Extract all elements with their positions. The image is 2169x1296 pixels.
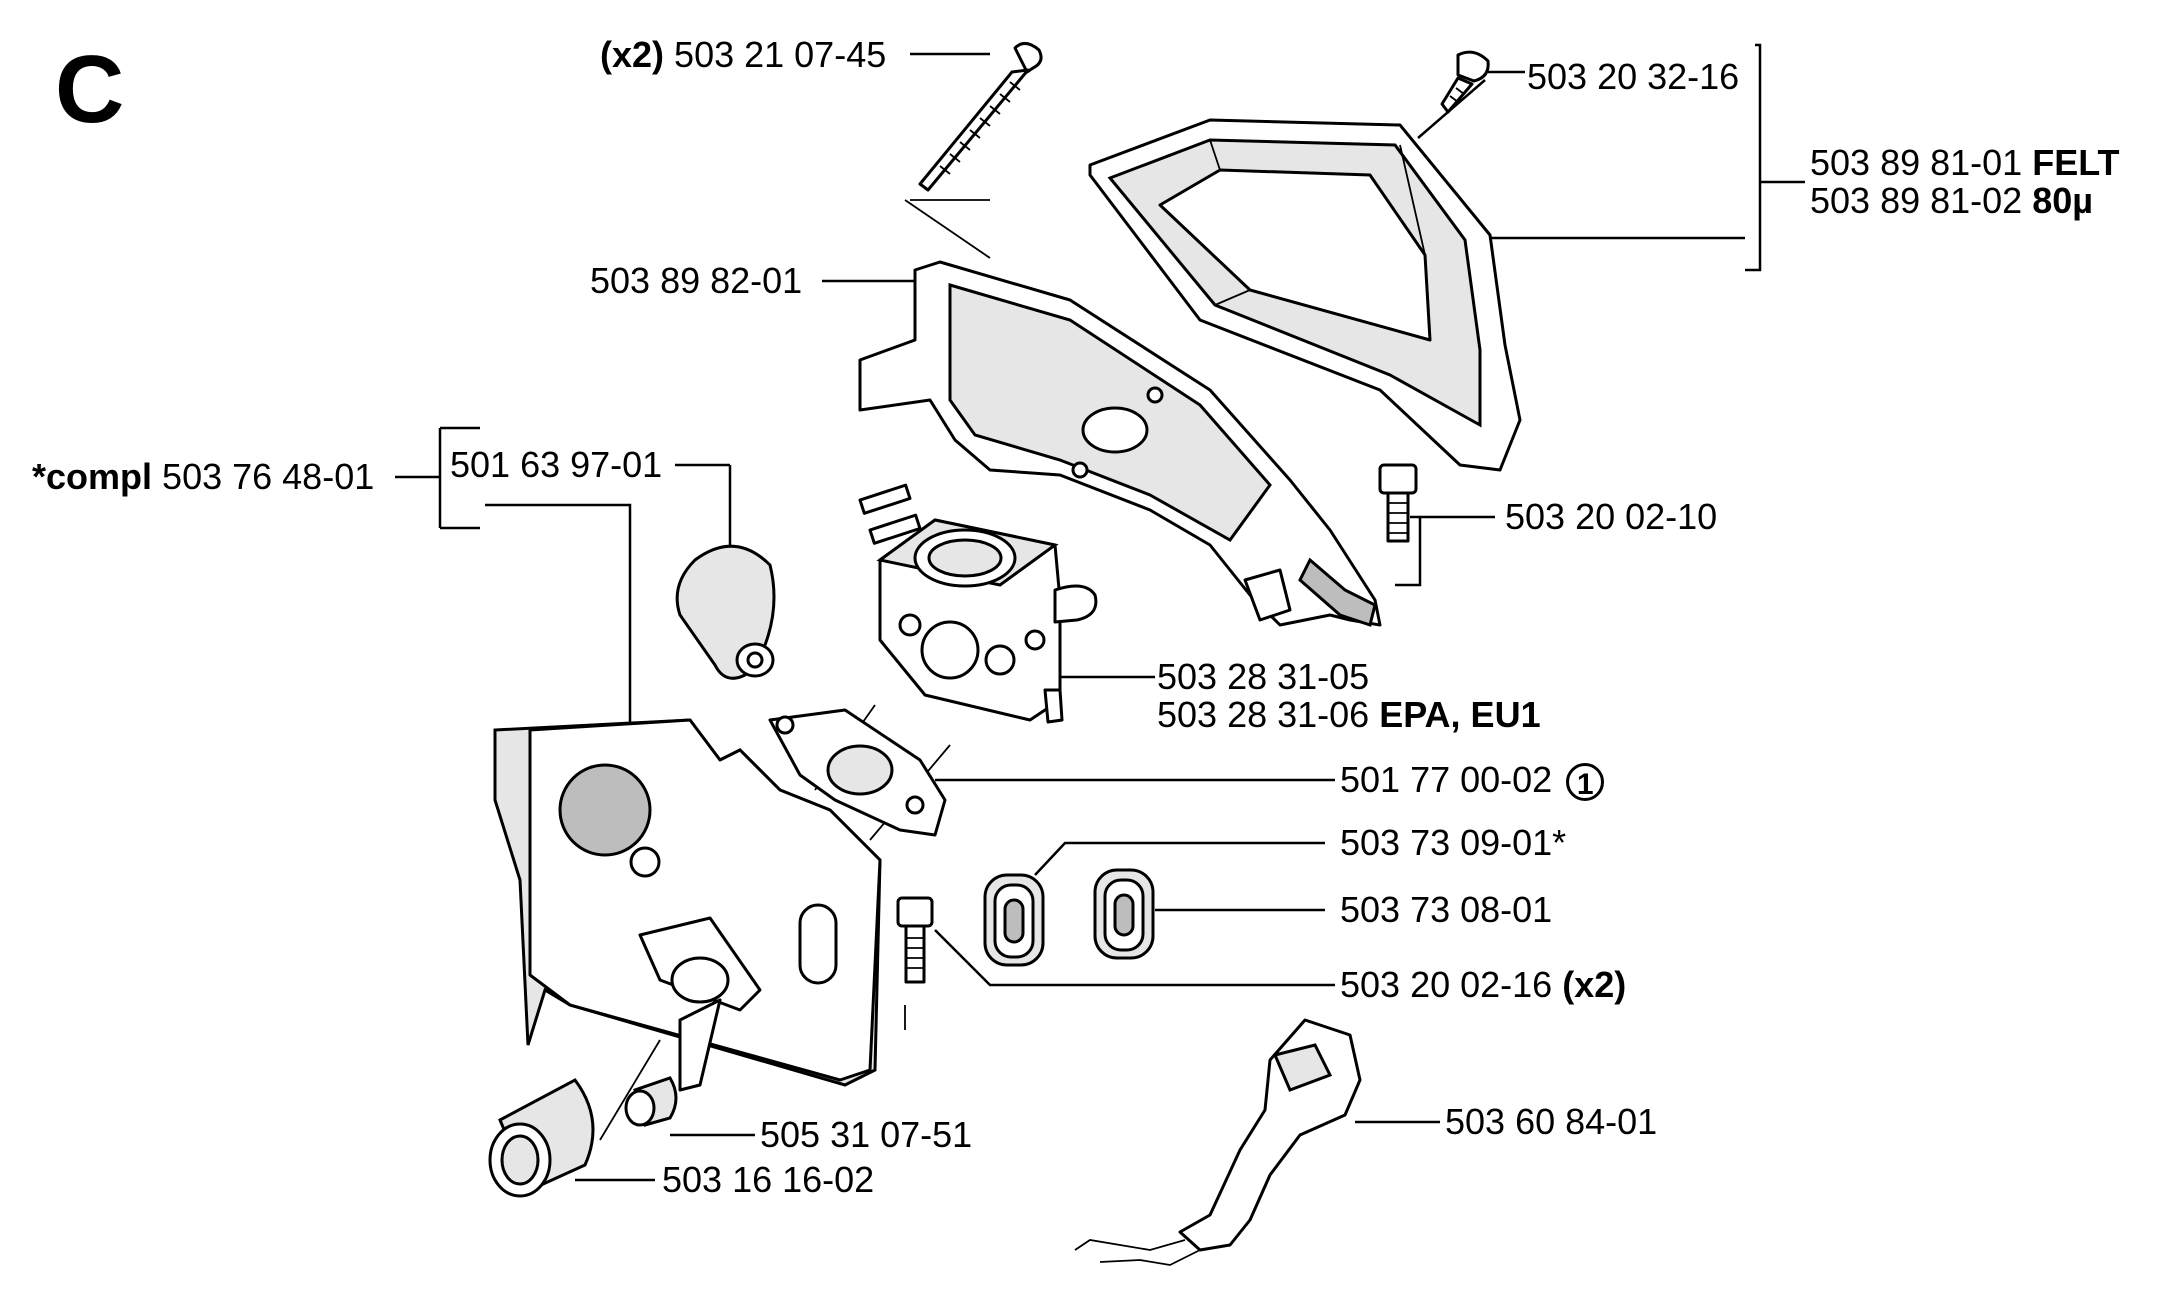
variant-note: 80µ xyxy=(2032,180,2093,221)
cover-cap xyxy=(675,544,776,680)
label-gasket-carb: 501 77 00-02 1 xyxy=(1340,759,1605,802)
label-gasket-top: 503 89 82-01 xyxy=(590,260,803,301)
grommet-left xyxy=(983,873,1045,967)
part-number: 503 28 31-06 xyxy=(1157,694,1370,735)
label-screw-top: (x2) 503 21 07-45 xyxy=(600,36,886,74)
qty-text: (x2) xyxy=(600,34,665,75)
part-number: 503 89 81-02 xyxy=(1810,180,2023,221)
label-sleeve-small: 505 31 07-51 xyxy=(760,1114,973,1155)
label-compl: *compl 503 76 48-01 xyxy=(32,458,374,496)
variant-note: FELT xyxy=(2032,142,2120,183)
label-grommet-1: 503 73 09-01* xyxy=(1340,822,1567,863)
part-number: 503 76 48-01 xyxy=(162,456,375,497)
screw-filter xyxy=(1440,50,1490,114)
leader-lines xyxy=(395,43,1805,1182)
label-grommet-2: 503 73 08-01 xyxy=(1340,889,1553,930)
throttle-link xyxy=(1074,1018,1362,1266)
grommet-right xyxy=(1093,868,1155,960)
note-marker: 1 xyxy=(1566,763,1605,802)
variant-note: EPA, EU1 xyxy=(1379,694,1541,735)
part-number: 503 21 07-45 xyxy=(674,34,887,75)
label-screw-bottom: 503 20 02-16 (x2) xyxy=(1340,966,1626,1004)
label-carb-1: 503 28 31-05 xyxy=(1157,656,1370,697)
part-number: 503 89 81-01 xyxy=(1810,142,2023,183)
label-filter-felt: 503 89 81-01 FELT xyxy=(1810,144,2120,182)
label-cover: 501 63 97-01 xyxy=(450,444,663,485)
carburetor-gasket xyxy=(768,708,947,837)
part-number: 501 77 00-02 xyxy=(1340,759,1553,800)
screw-bottom xyxy=(896,896,934,984)
compl-prefix: *compl xyxy=(32,456,153,497)
sleeve-big xyxy=(488,1078,595,1198)
main-plate xyxy=(493,718,882,1092)
sleeve-small xyxy=(624,1076,678,1127)
label-carb-2: 503 28 31-06 EPA, EU1 xyxy=(1157,696,1541,734)
screw-right xyxy=(1378,463,1418,543)
carburetor xyxy=(858,483,1098,724)
label-link: 503 60 84-01 xyxy=(1445,1101,1658,1142)
intake-gasket xyxy=(858,260,1382,627)
label-filter-80: 503 89 81-02 80µ xyxy=(1810,182,2093,220)
section-letter: C xyxy=(55,36,125,143)
label-screw-filter: 503 20 32-16 xyxy=(1527,56,1740,97)
label-screw-right: 503 20 02-10 xyxy=(1505,496,1718,537)
label-sleeve-big: 503 16 16-02 xyxy=(662,1159,875,1200)
air-filter xyxy=(1088,118,1522,472)
qty-text: (x2) xyxy=(1562,964,1627,1005)
part-number: 503 20 02-16 xyxy=(1340,964,1553,1005)
screw-long xyxy=(918,42,1043,192)
